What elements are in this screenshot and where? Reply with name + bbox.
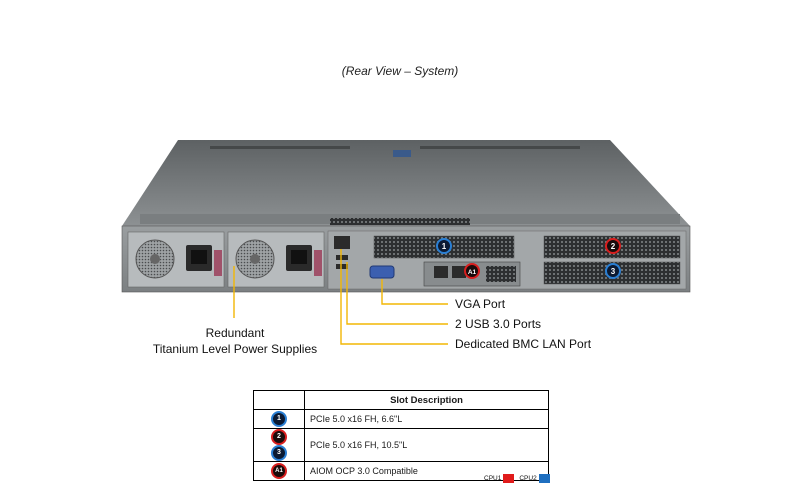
slot-badge-a1: A1 <box>271 463 287 479</box>
table-row-badges: 1 <box>253 409 305 429</box>
table-header-blank <box>253 390 305 410</box>
svg-text:3: 3 <box>611 267 616 276</box>
chassis-top-slot <box>420 146 580 149</box>
usb-port <box>336 264 348 269</box>
bmc-lan-port <box>334 236 350 249</box>
slot-description-table: Slot Description 1 PCIe 5.0 x16 FH, 6.6"… <box>253 390 549 481</box>
psu-label-line2: Titanium Level Power Supplies <box>152 342 318 356</box>
aiom-port <box>452 266 466 278</box>
slot-badge-1: 1 <box>436 238 452 254</box>
table-header-row: Slot Description <box>253 390 549 410</box>
power-supply-1 <box>127 231 225 288</box>
callout-line-vga <box>381 279 448 305</box>
callout-usb-ports: 2 USB 3.0 Ports <box>455 317 542 331</box>
slot-badge-2: 2 <box>605 238 621 254</box>
psu-handle <box>214 250 222 276</box>
table-header: Slot Description <box>304 390 549 410</box>
svg-text:A1: A1 <box>468 269 477 276</box>
legend-cpu1-label: CPU1 <box>484 475 502 483</box>
svg-text:1: 1 <box>442 242 447 251</box>
slot-badge-2: 2 <box>271 429 287 445</box>
legend-cpu2-swatch <box>538 474 550 483</box>
rear-top-vent <box>330 218 470 225</box>
chassis-top-slot <box>210 146 350 149</box>
usb-port <box>336 255 348 260</box>
slot-badge-a1: A1 <box>464 263 480 279</box>
slot-badge-1: 1 <box>271 411 287 427</box>
table-row-description: PCIe 5.0 x16 FH, 6.6"L <box>304 409 549 429</box>
table-row: A1 AIOM OCP 3.0 Compatible <box>253 461 549 481</box>
legend-cpu2-label: CPU2 <box>519 475 537 483</box>
psu-handle <box>314 250 322 276</box>
callout-power-supplies: Redundant Titanium Level Power Supplies <box>140 325 330 357</box>
table-row-description: PCIe 5.0 x16 FH, 10.5"L <box>304 428 549 462</box>
table-row-description: AIOM OCP 3.0 Compatible <box>304 461 549 481</box>
chassis-top-cover <box>122 140 690 226</box>
aiom-port <box>434 266 448 278</box>
cpu-legend: CPU1 CPU2 <box>484 474 555 483</box>
legend-cpu1-swatch <box>503 474 515 483</box>
callout-line-usb <box>346 262 448 325</box>
callout-line-bmc <box>340 249 448 345</box>
table-row-badges: A1 <box>253 461 305 481</box>
callout-bmc-lan-port: Dedicated BMC LAN Port <box>455 337 592 351</box>
callout-vga-port: VGA Port <box>455 297 506 311</box>
slot-badge-3: 3 <box>271 445 287 461</box>
slot-badge-3: 3 <box>605 263 621 279</box>
aiom-vent <box>486 266 516 282</box>
diagram-title: (Rear View – System) <box>341 64 459 78</box>
psu-label-line1: Redundant <box>205 326 265 340</box>
vga-port <box>369 265 395 279</box>
chassis-top-badge <box>393 150 411 157</box>
table-row: 1 PCIe 5.0 x16 FH, 6.6"L <box>253 409 549 429</box>
svg-text:2: 2 <box>611 242 616 251</box>
power-supply-2 <box>227 231 325 288</box>
table-row-badges: 23 <box>253 428 305 462</box>
table-row: 23 PCIe 5.0 x16 FH, 10.5"L <box>253 428 549 462</box>
